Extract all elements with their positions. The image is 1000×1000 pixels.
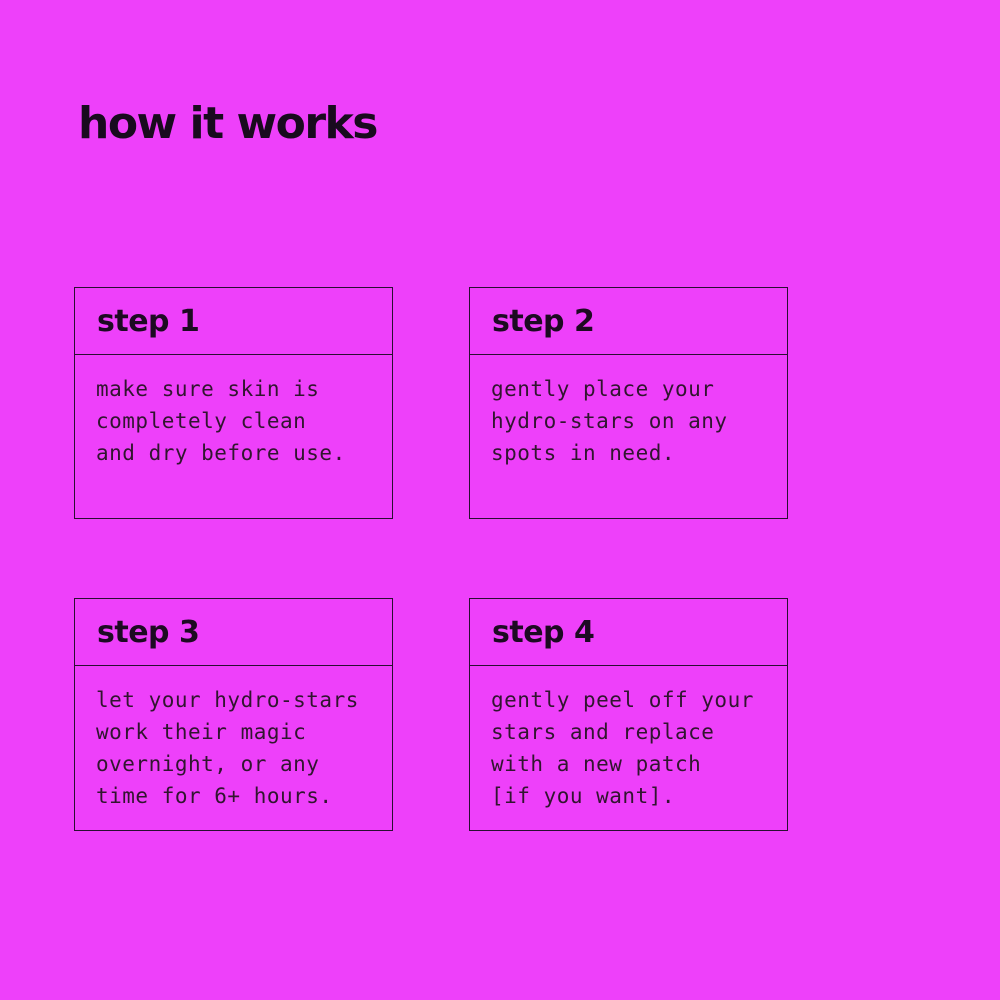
step-card-3-header: step 3: [75, 599, 392, 666]
step-1-label: step 1: [97, 303, 200, 339]
step-2-description: gently place your hydro-stars on any spo…: [491, 377, 728, 465]
step-card-1-header: step 1: [75, 288, 392, 355]
step-3-description: let your hydro-stars work their magic ov…: [96, 688, 359, 808]
step-card-1: step 1 make sure skin is completely clea…: [74, 287, 393, 519]
step-card-4: step 4 gently peel off your stars and re…: [469, 598, 788, 831]
step-4-label: step 4: [492, 614, 595, 650]
step-card-2: step 2 gently place your hydro-stars on …: [469, 287, 788, 519]
page-title: how it works: [78, 98, 378, 149]
step-1-description: make sure skin is completely clean and d…: [96, 377, 346, 465]
step-4-description: gently peel off your stars and replace w…: [491, 688, 754, 808]
step-card-3: step 3 let your hydro-stars work their m…: [74, 598, 393, 831]
step-2-label: step 2: [492, 303, 595, 339]
step-card-2-header: step 2: [470, 288, 787, 355]
step-3-label: step 3: [97, 614, 200, 650]
step-card-4-header: step 4: [470, 599, 787, 666]
